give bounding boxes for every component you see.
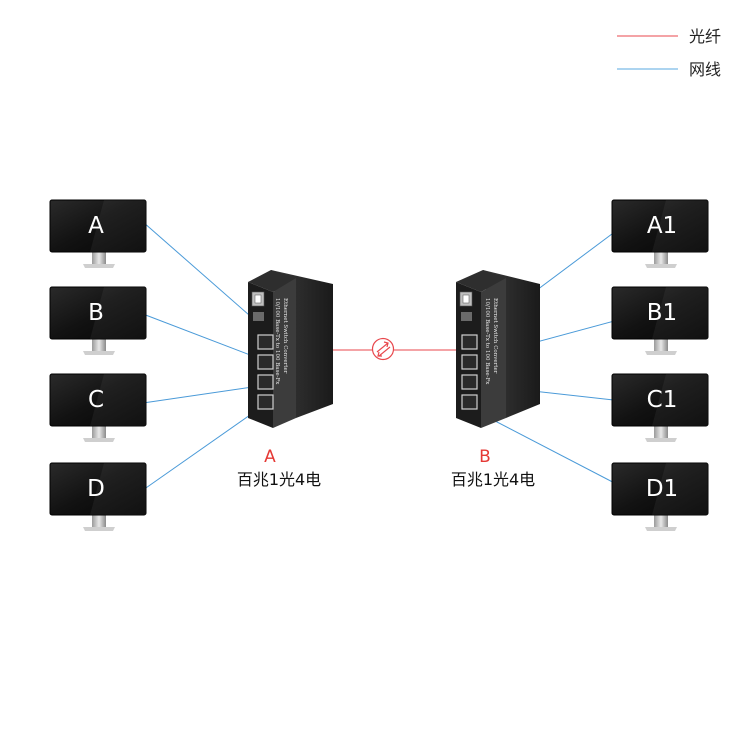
device-a-description: 百兆1光4电: [237, 470, 321, 489]
computer-b1: B1: [611, 286, 709, 355]
cable-a: [142, 221, 258, 323]
computer-label: C: [88, 387, 104, 413]
monitor-icon: [611, 373, 709, 442]
computer-label: D: [87, 476, 105, 502]
legend: 光纤 网线: [617, 27, 721, 79]
rj45-ports: [257, 334, 274, 410]
cables-left: [142, 221, 261, 491]
monitor-icon: [49, 462, 147, 531]
computer-d: D: [49, 462, 147, 531]
computer-a1: A1: [611, 199, 709, 268]
computer-label: C1: [647, 387, 678, 413]
rj45-ports: [461, 334, 478, 410]
device-b-description: 百兆1光4电: [451, 470, 535, 489]
legend-cable-label: 网线: [689, 60, 721, 79]
left-computer-group: A B C: [49, 199, 147, 531]
panel-text-line2: 10/100 Base-Tx to 100 Base-Fx: [274, 298, 280, 385]
computer-b: B: [49, 286, 147, 355]
computer-label: D1: [646, 476, 678, 502]
fiber-link: [312, 337, 461, 361]
right-computer-group: A1 B1 C1: [611, 199, 709, 531]
panel-text-line1: Ethernet Switch Converter: [282, 298, 288, 374]
monitor-icon: [611, 462, 709, 531]
computer-label: A1: [647, 213, 677, 239]
computer-label: A: [88, 213, 104, 239]
panel-text-line2: 10/100 Base-Tx to 100 Base-Fx: [484, 298, 490, 385]
computer-label: B: [88, 300, 104, 326]
computer-a: A: [49, 199, 147, 268]
media-converter-icon: Ethernet Switch Converter 10/100 Base-Tx…: [456, 270, 540, 428]
monitor-icon: [49, 199, 147, 268]
legend-fiber-label: 光纤: [689, 27, 721, 46]
device-a-letter: A: [264, 447, 276, 467]
monitor-icon: [49, 373, 147, 442]
cable-d: [142, 407, 261, 491]
device-b: Ethernet Switch Converter 10/100 Base-Tx…: [451, 270, 540, 489]
computer-label: B1: [647, 300, 677, 326]
fiber-link-icon: [371, 337, 395, 361]
cable-b: [142, 313, 259, 359]
media-converter-icon: Ethernet Switch Converter 10/100 Base-Tx…: [248, 270, 333, 428]
monitor-icon: [49, 286, 147, 355]
device-a: Ethernet Switch Converter 10/100 Base-Tx…: [237, 270, 333, 489]
computer-c: C: [49, 373, 147, 442]
device-b-letter: B: [479, 447, 491, 467]
computer-c1: C1: [611, 373, 709, 442]
cable-c: [142, 385, 260, 404]
panel-text-line1: Ethernet Switch Converter: [492, 298, 498, 374]
computer-d1: D1: [611, 462, 709, 531]
monitor-icon: [611, 286, 709, 355]
monitor-icon: [611, 199, 709, 268]
